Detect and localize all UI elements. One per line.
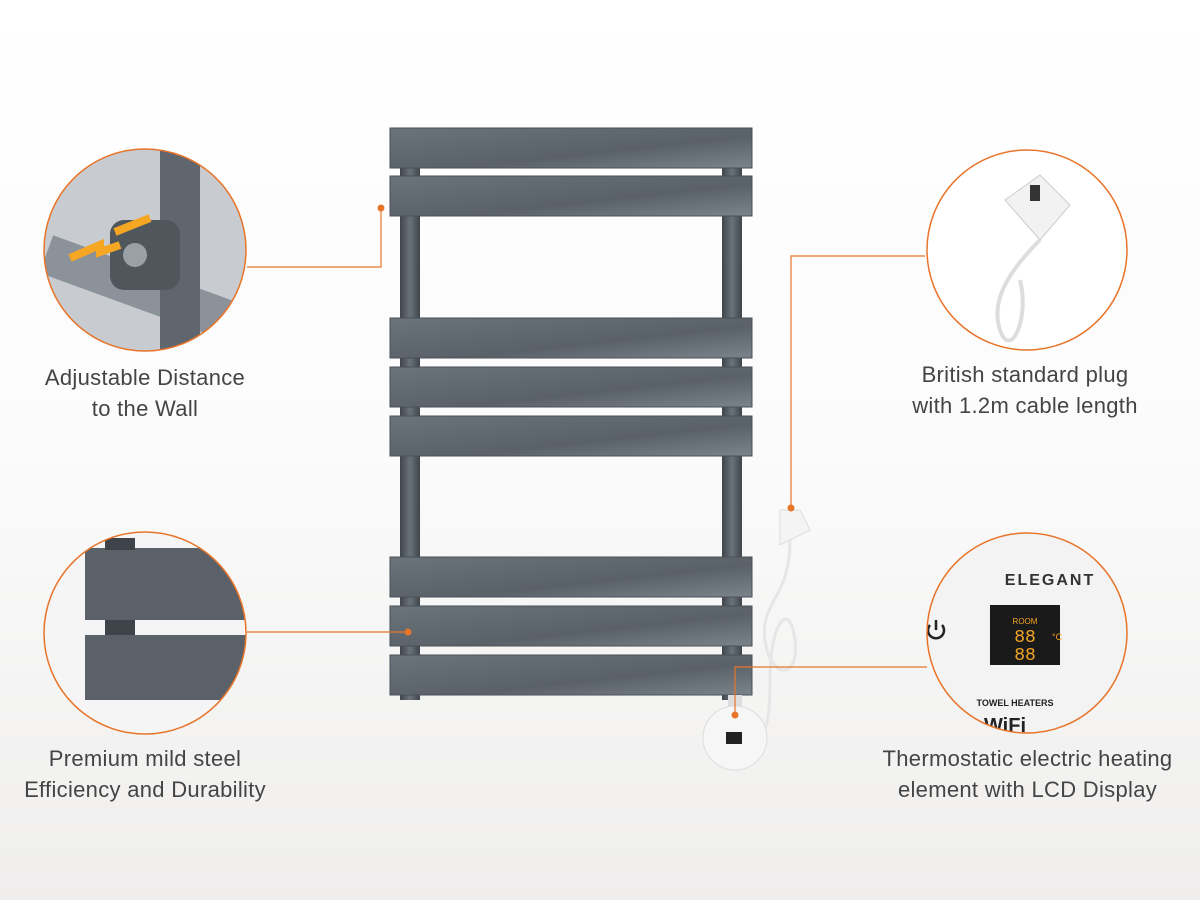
- room-label: ROOM: [1013, 617, 1038, 626]
- caption-line: element with LCD Display: [897, 777, 1158, 802]
- radiator-bar: [389, 175, 753, 217]
- steel-detail-image: [44, 532, 246, 734]
- caption-thermostat: Thermostatic electric heating element wi…: [860, 743, 1195, 805]
- lcd-digits-bottom: 88: [1014, 646, 1036, 666]
- product-label: TOWEL HEATERS: [976, 698, 1053, 708]
- radiator-bar: [389, 605, 753, 647]
- towel-radiator: [389, 127, 753, 700]
- power-icon: [927, 620, 946, 640]
- radiator-bar: [389, 654, 753, 696]
- radiator-bar: [389, 366, 753, 408]
- radiator-bar: [389, 556, 753, 598]
- caption-line: Efficiency and Durability: [24, 777, 266, 802]
- radiator-bar: [389, 127, 753, 169]
- brand-logo: ELEGANT: [1005, 572, 1095, 589]
- caption-wall-distance: Adjustable Distance to the Wall: [20, 362, 270, 424]
- thermostat-detail-image: ELEGANT ROOM 88 88 °C TOWEL HEATERS WiFi: [927, 533, 1127, 733]
- callout-dots: [377, 204, 795, 719]
- caption-line: Thermostatic electric heating: [882, 746, 1173, 771]
- caption-line: British standard plug: [921, 362, 1129, 387]
- plug-detail-image: [927, 150, 1127, 350]
- bracket-detail-image: [44, 149, 246, 351]
- caption-line: Adjustable Distance: [44, 365, 246, 390]
- caption-line: with 1.2m cable length: [912, 393, 1138, 418]
- caption-line: Premium mild steel: [48, 746, 242, 771]
- radiator-bar: [389, 415, 753, 457]
- caption-mild-steel: Premium mild steel Efficiency and Durabi…: [0, 743, 290, 805]
- radiator-bar: [389, 317, 753, 359]
- caption-plug: British standard plug with 1.2m cable le…: [885, 359, 1165, 421]
- lcd-unit: °C: [1052, 632, 1063, 642]
- heating-element: [702, 509, 811, 771]
- leader-lines: [247, 208, 927, 715]
- caption-line: to the Wall: [91, 396, 199, 421]
- lcd-digits-top: 88: [1014, 628, 1036, 648]
